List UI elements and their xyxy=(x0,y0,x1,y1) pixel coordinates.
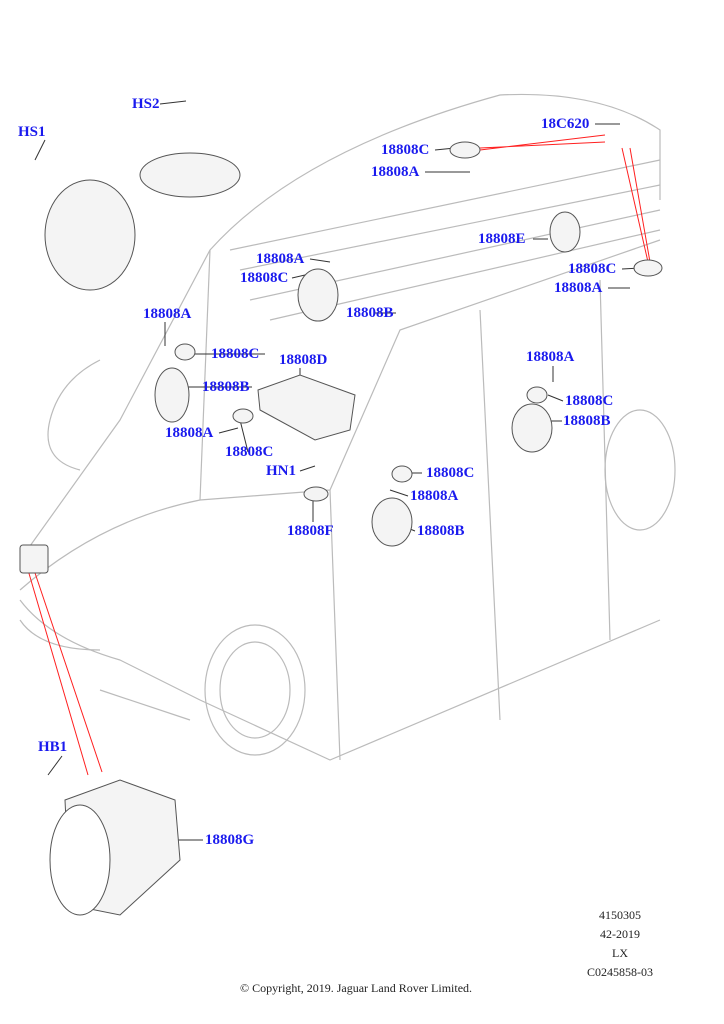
callout-hs2[interactable]: HS2 xyxy=(132,96,160,112)
callout-hn1[interactable]: HN1 xyxy=(266,463,296,479)
callout-18808c[interactable]: 18808C xyxy=(240,270,289,286)
illustration-code: C0245858-03 xyxy=(587,965,653,979)
illustration-number: 4150305 xyxy=(599,908,641,922)
copyright: © Copyright, 2019. Jaguar Land Rover Lim… xyxy=(239,981,473,995)
callout-18808c[interactable]: 18808C xyxy=(565,393,614,409)
callout-18808c[interactable]: 18808C xyxy=(225,444,274,460)
component-drawings xyxy=(19,141,663,916)
callout-18808c[interactable]: 18808C xyxy=(426,465,475,481)
red-leader-lines xyxy=(27,134,651,776)
callout-18808d[interactable]: 18808D xyxy=(279,352,328,368)
callout-18808c[interactable]: 18808C xyxy=(381,142,430,158)
callout-hb1[interactable]: HB1 xyxy=(38,739,68,755)
callout-18808a[interactable]: 18808A xyxy=(143,306,192,322)
callout-18808b[interactable]: 18808B xyxy=(202,379,250,395)
callout-18808f[interactable]: 18808F xyxy=(287,523,334,539)
callout-18808b[interactable]: 18808B xyxy=(563,413,611,429)
callout-18808b[interactable]: 18808B xyxy=(417,523,465,539)
callout-18808a[interactable]: 18808A xyxy=(410,488,459,504)
callout-18808c[interactable]: 18808C xyxy=(568,261,617,277)
callout-hs1[interactable]: HS1 xyxy=(18,124,46,140)
callout-18808a[interactable]: 18808A xyxy=(256,251,305,267)
speaker-hs1 xyxy=(44,179,136,291)
model-code: LX xyxy=(612,946,628,960)
callout-18808a[interactable]: 18808A xyxy=(526,349,575,365)
callout-18808g[interactable]: 18808G xyxy=(205,832,255,848)
callout-18808e[interactable]: 18808E xyxy=(478,231,526,247)
callout-18808a[interactable]: 18808A xyxy=(371,164,420,180)
callout-18c620[interactable]: 18C620 xyxy=(541,116,590,132)
illustration-date: 42-2019 xyxy=(600,927,640,941)
callout-18808a[interactable]: 18808A xyxy=(165,425,214,441)
callout-18808c[interactable]: 18808C xyxy=(211,346,260,362)
callout-18808b[interactable]: 18808B xyxy=(346,305,394,321)
callout-18808a[interactable]: 18808A xyxy=(554,280,603,296)
